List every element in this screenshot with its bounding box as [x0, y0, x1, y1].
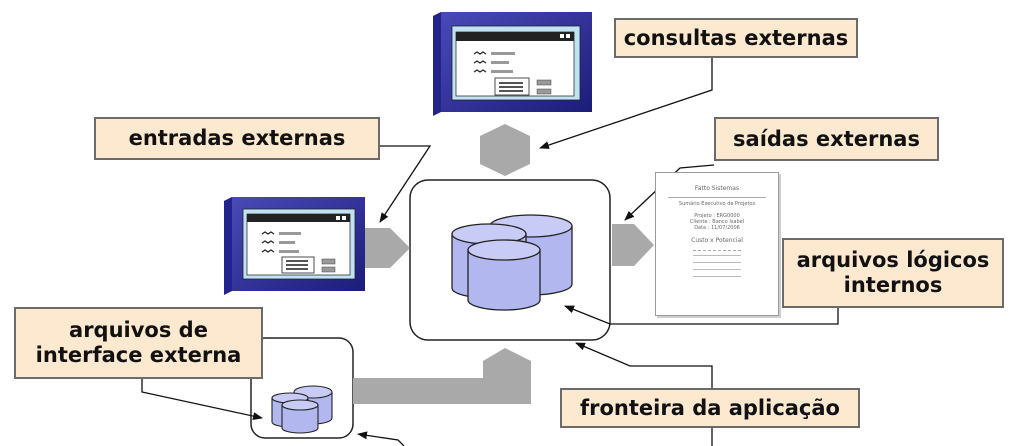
arrow-output — [612, 224, 654, 266]
label-arquivos-logicos-internos: arquivos lógicos internos — [782, 238, 1004, 308]
label-saidas-externas: saídas externas — [714, 117, 939, 161]
application-boundary — [409, 179, 611, 341]
label-entradas-externas: entradas externas — [94, 117, 380, 160]
pointer-ali — [564, 305, 839, 325]
pointer-consultas — [539, 58, 713, 149]
report-line2: Cliente : Banco Isabel — [689, 219, 745, 225]
connector-aie — [353, 348, 531, 404]
pointer-aie — [141, 378, 263, 421]
cylinder-ali-front-icon — [467, 239, 541, 311]
report-title: Fatto Sistemas — [694, 185, 740, 192]
monitor-entradas-icon — [224, 197, 365, 295]
label-arquivos-de-interface-externa: arquivos de interface externa — [14, 307, 263, 379]
cylinder-aie-front-icon — [281, 399, 319, 434]
report-line1: Projeto : ERG0000 — [694, 212, 740, 219]
monitor-consultas-icon — [433, 12, 592, 116]
label-consultas-externas: consultas externas — [614, 18, 858, 58]
pointer-entradas — [379, 145, 432, 223]
pointer-fronteira-3 — [357, 431, 405, 446]
report-line3: Data : 11/07/2006 — [694, 225, 740, 232]
report-lines — [693, 250, 741, 283]
hexagon-top — [480, 124, 530, 176]
arrow-input — [358, 228, 410, 268]
label-fronteira-da-aplicacao: fronteira da aplicação — [560, 388, 860, 428]
pointer-saidas — [624, 164, 715, 221]
pointer-fronteira-1 — [575, 342, 713, 392]
report-section: Custo x Potencial — [691, 236, 743, 244]
report-document: Fatto Sistemas Sumário Executivo de Proj… — [655, 172, 779, 316]
report-subtitle: Sumário Executivo de Projetos — [678, 200, 756, 207]
